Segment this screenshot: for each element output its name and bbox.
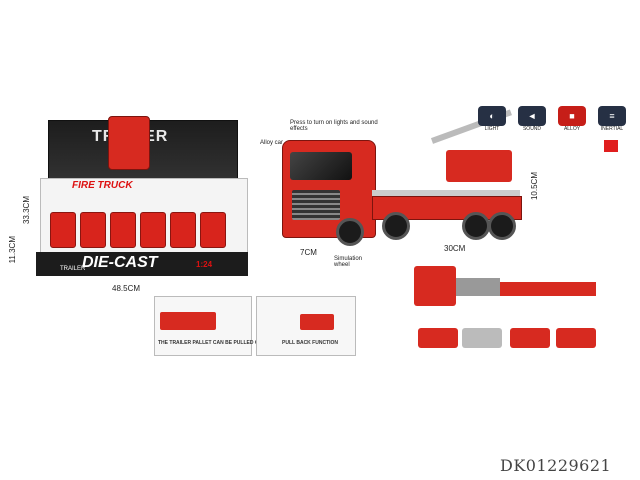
- mini-truck-3: [110, 212, 136, 248]
- icon-label-alloy: ALLOY: [563, 126, 581, 132]
- truck-side-trailer: [500, 282, 596, 296]
- variant-rescue-truck: [556, 328, 596, 348]
- light-icon: ◐: [478, 106, 506, 126]
- box-fire-label: FIRE TRUCK: [72, 180, 133, 191]
- wheel-front: [336, 218, 364, 246]
- callout-wheel: Simulation wheel: [334, 256, 363, 268]
- box-scale: 1:24: [196, 260, 213, 269]
- ladder-truck: [446, 150, 512, 182]
- mini-truck-5: [170, 212, 196, 248]
- dim-box-depth: 11.3CM: [8, 236, 17, 264]
- icon-label-sound: SOUND: [522, 126, 542, 132]
- panel-pallet-truck: [160, 312, 216, 330]
- mini-truck-1: [50, 212, 76, 248]
- box-header-truck: [108, 116, 150, 170]
- variant-ladder-truck: [510, 328, 550, 348]
- box-sub-label: TRAILER: [60, 266, 86, 272]
- dim-truck-height: 10.5CM: [530, 172, 539, 201]
- panel-pullback-caption: PULL BACK FUNCTION: [282, 340, 339, 346]
- variant-tanker-truck: [462, 328, 502, 348]
- truck-window: [290, 152, 352, 180]
- callout-press: Press to turn on lights and sound effect…: [290, 120, 378, 132]
- mini-truck-4: [140, 212, 166, 248]
- mini-truck-2: [80, 212, 106, 248]
- box-front-text: DIE-CAST: [82, 254, 158, 271]
- inertial-icon: ≡: [598, 106, 626, 126]
- dim-cab-length: 7CM: [300, 248, 317, 257]
- panel-pallet-caption: THE TRAILER PALLET CAN BE PULLED OUT.: [158, 340, 267, 346]
- dim-box-width: 48.5CM: [112, 284, 141, 293]
- wheel-rear-2: [488, 212, 516, 240]
- panel-pullback-truck: [300, 314, 334, 330]
- icon-label-inertial: INERTIAL: [600, 126, 624, 132]
- callout-alloy: Alloy car: [260, 140, 284, 146]
- mini-truck-6: [200, 212, 226, 248]
- truck-side-frame: [456, 278, 500, 296]
- sound-icon: ◄: [518, 106, 546, 126]
- alloy-icon: ■: [558, 106, 586, 126]
- truck-side-cab: [414, 266, 456, 306]
- variant-fire-truck: [418, 328, 458, 348]
- wheel-rear-1: [462, 212, 490, 240]
- truck-grill: [292, 190, 340, 220]
- dim-box-height: 33.3CM: [22, 196, 31, 225]
- trailer-strip: [372, 190, 520, 196]
- display-box-front: [36, 252, 248, 276]
- watermark: DK01229621: [500, 456, 612, 475]
- dim-truck-length: 30CM: [444, 244, 466, 253]
- color-swatch: [604, 140, 618, 152]
- icon-label-light: LIGHT: [484, 126, 500, 132]
- wheel-mid: [382, 212, 410, 240]
